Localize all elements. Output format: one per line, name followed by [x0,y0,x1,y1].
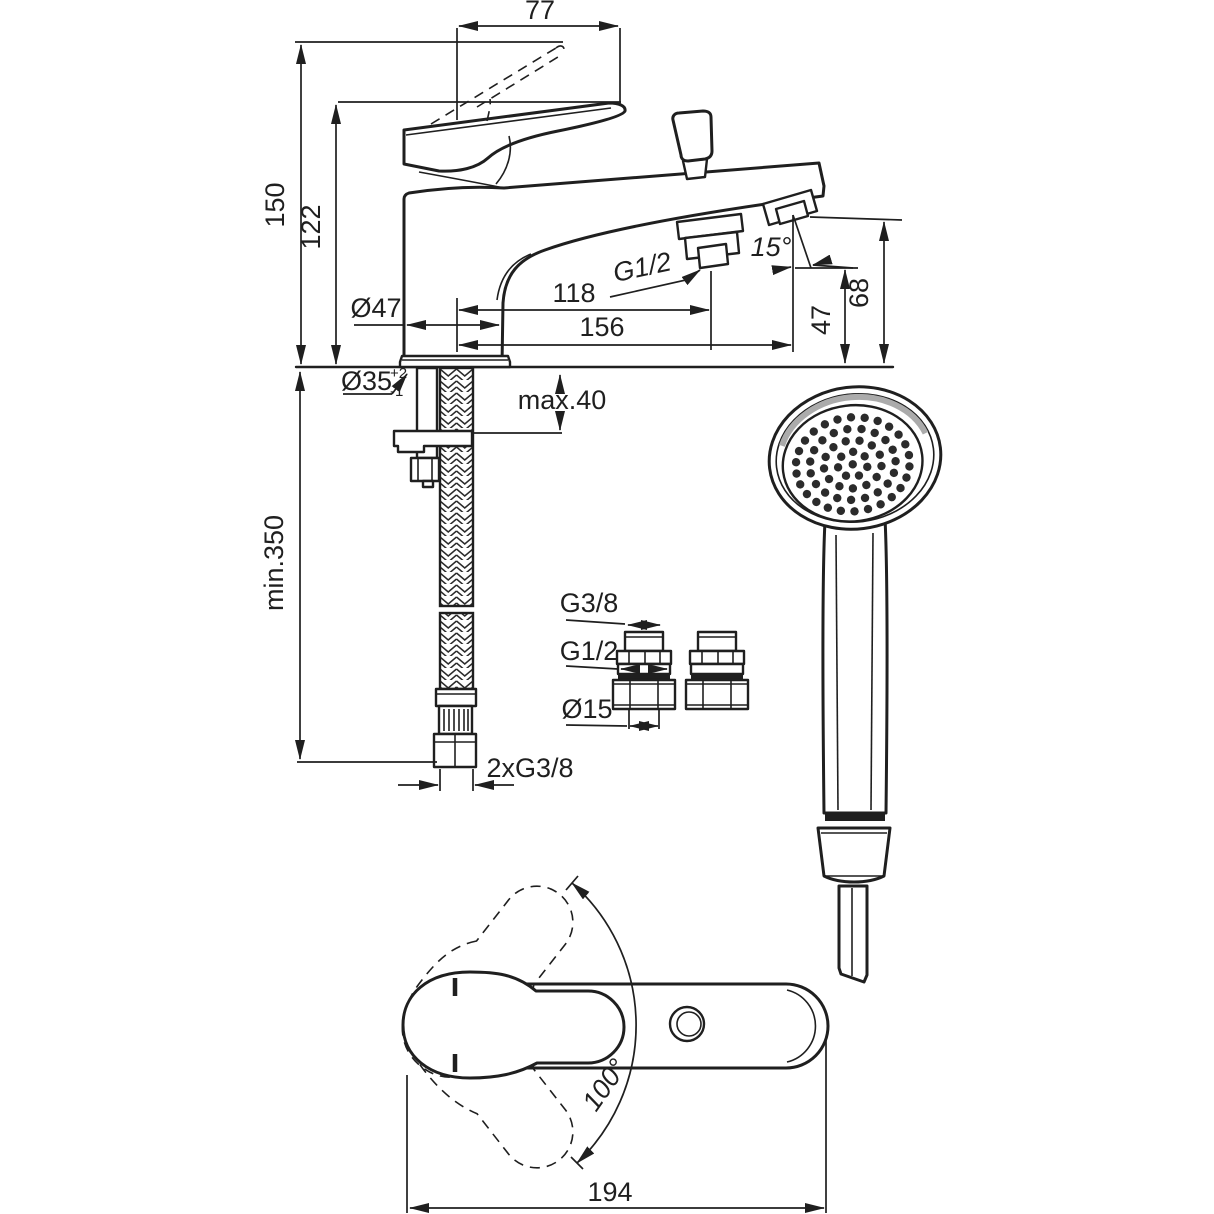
dim-min350-label: min.350 [259,515,289,611]
flexible-hose [432,366,478,769]
faucet-top-view [378,859,830,1193]
dim-35-diameter-label: Ø35 [341,366,392,396]
dim-15deg-label: 15° [751,232,792,262]
fitting-left [611,630,677,711]
dim-122-label: 122 [296,204,326,249]
dim-194-label: 194 [587,1177,632,1207]
lever-handle [402,101,627,189]
hose-cone-nut [816,826,892,884]
shower-handle [821,516,889,815]
dim-150-label: 150 [260,182,290,227]
adapter-fittings [611,630,750,711]
dim-35-tol-plus: +2 [390,365,407,382]
fitting-d15-label: Ø15 [561,694,612,724]
dim-118-label: 118 [552,278,595,308]
hose-collar [434,687,478,708]
hose-threads-label: 2xG3/8 [486,753,573,783]
dim-77-label: 77 [525,0,555,25]
dim-35-tol-minus: -1 [390,383,403,400]
fitting-g38-label: G3/8 [560,588,619,618]
fitting-g12-label: G1/2 [560,636,619,666]
spout-thread-label: G1/2 [610,246,674,288]
hose-end-nut [432,732,478,769]
diverter-knob [671,109,714,181]
shower-head [767,385,943,531]
lever-handle-raised-dashed [430,45,565,125]
dim-47-label: 47 [806,305,836,335]
fitting-right [684,630,750,711]
shower-hose-outlet [761,188,819,227]
dim-47-diameter-label: Ø47 [350,293,401,323]
diverter-button [668,1005,706,1043]
fixing-nut [409,456,441,483]
hand-shower [767,385,943,984]
body-fillet-line [496,253,532,301]
aerator-outlet [675,212,745,270]
hose-ribbed-section [437,704,474,736]
dim-156-label: 156 [579,312,624,342]
base-plate [398,354,512,369]
dim-68-label: 68 [844,278,874,308]
faucet-side-view [294,45,895,769]
dimension-annotations: 77 150 122 Ø47 Ø35 +2 -1 118 G1/2 156 [259,0,903,1213]
handle-ring [825,813,885,821]
spray-nozzle-dots [791,413,914,516]
clamp-washer-plate [392,429,474,454]
dim-max40-label: max.40 [518,385,607,415]
fixing-hardware [392,429,474,489]
shower-hose-end [837,884,869,984]
head-gray-band [779,393,929,447]
